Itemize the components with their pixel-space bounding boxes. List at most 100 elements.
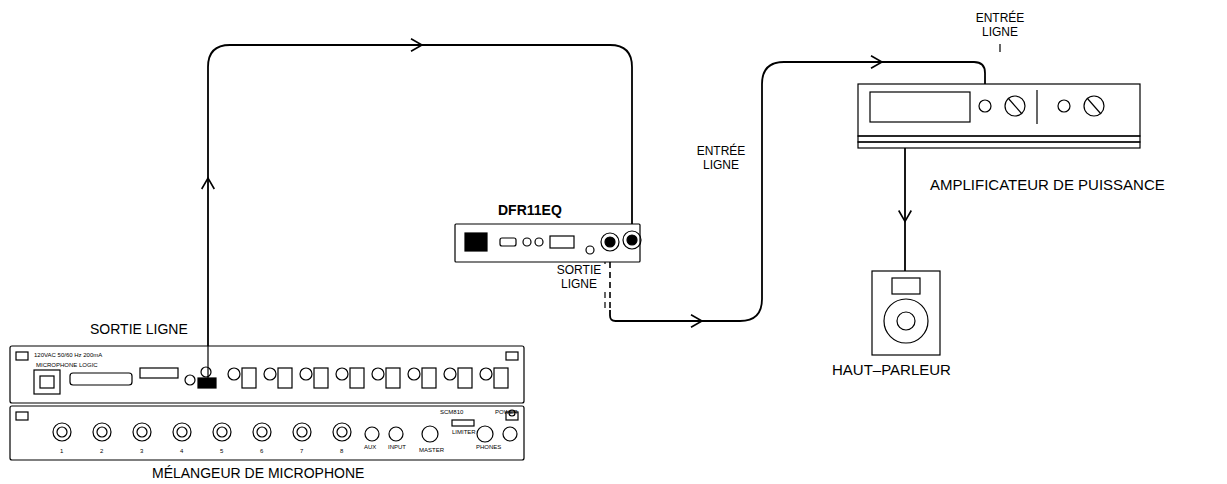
power-inlet — [34, 370, 60, 394]
mic-input-terminal — [350, 368, 364, 388]
panel-marking: LIMITER — [452, 429, 476, 435]
port-label: ENTRÉE LIGNE — [973, 12, 1027, 40]
panel-marking: PHONES — [476, 444, 501, 450]
arrowhead — [871, 56, 882, 69]
port-label: SORTIE LIGNE — [552, 264, 606, 292]
panel-marking: 2 — [100, 448, 103, 454]
panel-marking: 1 — [60, 448, 63, 454]
limiter-led — [452, 420, 474, 426]
dfr-jack — [586, 246, 594, 254]
direct-out-jack — [336, 368, 348, 380]
device-label: HAUT–PARLEUR — [832, 361, 951, 378]
amplifier-device: ENTRÉE LIGNEAMPLIFICATEUR DE PUISSANCE — [858, 84, 1140, 148]
panel-marking: SCM810 — [440, 409, 463, 415]
dip-switch — [140, 368, 178, 378]
dfr-device: DFR11EQENTRÉE LIGNESORTIE LIGNE — [455, 224, 640, 262]
arrowhead — [691, 315, 702, 328]
amp-divider — [1036, 90, 1037, 124]
mic-input-terminal — [242, 368, 256, 388]
aux-jack — [365, 427, 379, 441]
channel-knob-cap — [257, 427, 267, 437]
device-label: MÉLANGEUR DE MICROPHONE — [152, 465, 364, 481]
cable-path — [610, 62, 985, 321]
dfr-switch-block — [550, 236, 574, 248]
device-label: AMPLIFICATEUR DE PUISSANCE — [930, 176, 1165, 193]
direct-out-jack — [300, 368, 312, 380]
dfr-input-xlr — [623, 231, 641, 249]
speaker-cabinet — [872, 271, 940, 355]
direct-out-jack — [480, 368, 492, 380]
channel-knob — [253, 423, 271, 441]
leader-tick — [999, 44, 1000, 52]
direct-out-jack — [228, 368, 240, 380]
speaker-woofer — [884, 299, 928, 343]
channel-knob-cap — [297, 427, 307, 437]
panel-marking: 6 — [260, 448, 263, 454]
mic-input-terminal — [386, 368, 400, 388]
panel-marking: 120VAC 50/60 Hz 200mA — [34, 352, 102, 358]
port-label: SORTIE LIGNE — [90, 321, 188, 337]
amp-line-in-jack — [979, 100, 991, 112]
panel-marking: 5 — [220, 448, 223, 454]
direct-out-jack — [372, 368, 384, 380]
signal-cable — [899, 148, 912, 271]
amp-band — [858, 136, 1140, 142]
mic-input-terminal — [422, 368, 436, 388]
panel-marking: 4 — [180, 448, 183, 454]
link-jack — [185, 375, 195, 385]
amp-knob — [1084, 96, 1104, 116]
amp-display — [870, 92, 970, 122]
rack-ear — [16, 412, 28, 420]
channel-knob — [293, 423, 311, 441]
amp-knob-mark — [1087, 98, 1101, 114]
signal-cable — [605, 56, 985, 328]
logic-connector — [70, 373, 132, 385]
mixer-front-panel — [10, 406, 524, 460]
amp-knob — [1005, 96, 1025, 116]
panel-marking: MASTER — [419, 447, 444, 453]
phones-jack — [503, 427, 517, 441]
dfr-serial-port — [500, 238, 516, 246]
channel-knob — [333, 423, 351, 441]
channel-knob-cap — [57, 427, 67, 437]
mic-input-terminal — [314, 368, 328, 388]
channel-knob-cap — [137, 427, 147, 437]
mixer-rear-panel — [10, 346, 524, 403]
dfr-power-inlet — [465, 233, 487, 251]
direct-out-jack — [264, 368, 276, 380]
channel-knob — [53, 423, 71, 441]
speaker-cone — [897, 312, 915, 330]
dfr-input-xlr-core — [627, 235, 637, 245]
channel-knob — [133, 423, 151, 441]
dfr-din-port — [535, 238, 543, 246]
device-label: DFR11EQ — [498, 202, 562, 218]
input-jack — [389, 427, 403, 441]
amp-band — [858, 142, 1140, 148]
amp-jack — [1058, 100, 1070, 112]
dfr-panel — [455, 224, 640, 262]
dfr-output-xlr-core — [605, 237, 615, 247]
line-out-terminal — [198, 378, 216, 388]
channel-knob — [173, 423, 191, 441]
panel-marking: POWER — [495, 409, 518, 415]
speaker-tweeter — [892, 278, 920, 294]
channel-knob-cap — [337, 427, 347, 437]
power-inlet-socket — [40, 376, 54, 388]
panel-marking: AUX — [364, 444, 376, 450]
panel-marking: 7 — [300, 448, 303, 454]
mic-input-terminal — [494, 368, 508, 388]
dfr-din-port — [523, 238, 531, 246]
line-out-lead — [207, 346, 208, 378]
channel-knob — [213, 423, 231, 441]
rack-ear — [506, 352, 518, 360]
arrowhead — [899, 211, 912, 222]
channel-knob — [93, 423, 111, 441]
panel-marking: 3 — [140, 448, 143, 454]
mic-input-terminal — [458, 368, 472, 388]
channel-knob-cap — [177, 427, 187, 437]
direct-out-jack — [408, 368, 420, 380]
port-label: ENTRÉE LIGNE — [694, 145, 748, 173]
speaker-device: HAUT–PARLEUR — [872, 271, 940, 355]
